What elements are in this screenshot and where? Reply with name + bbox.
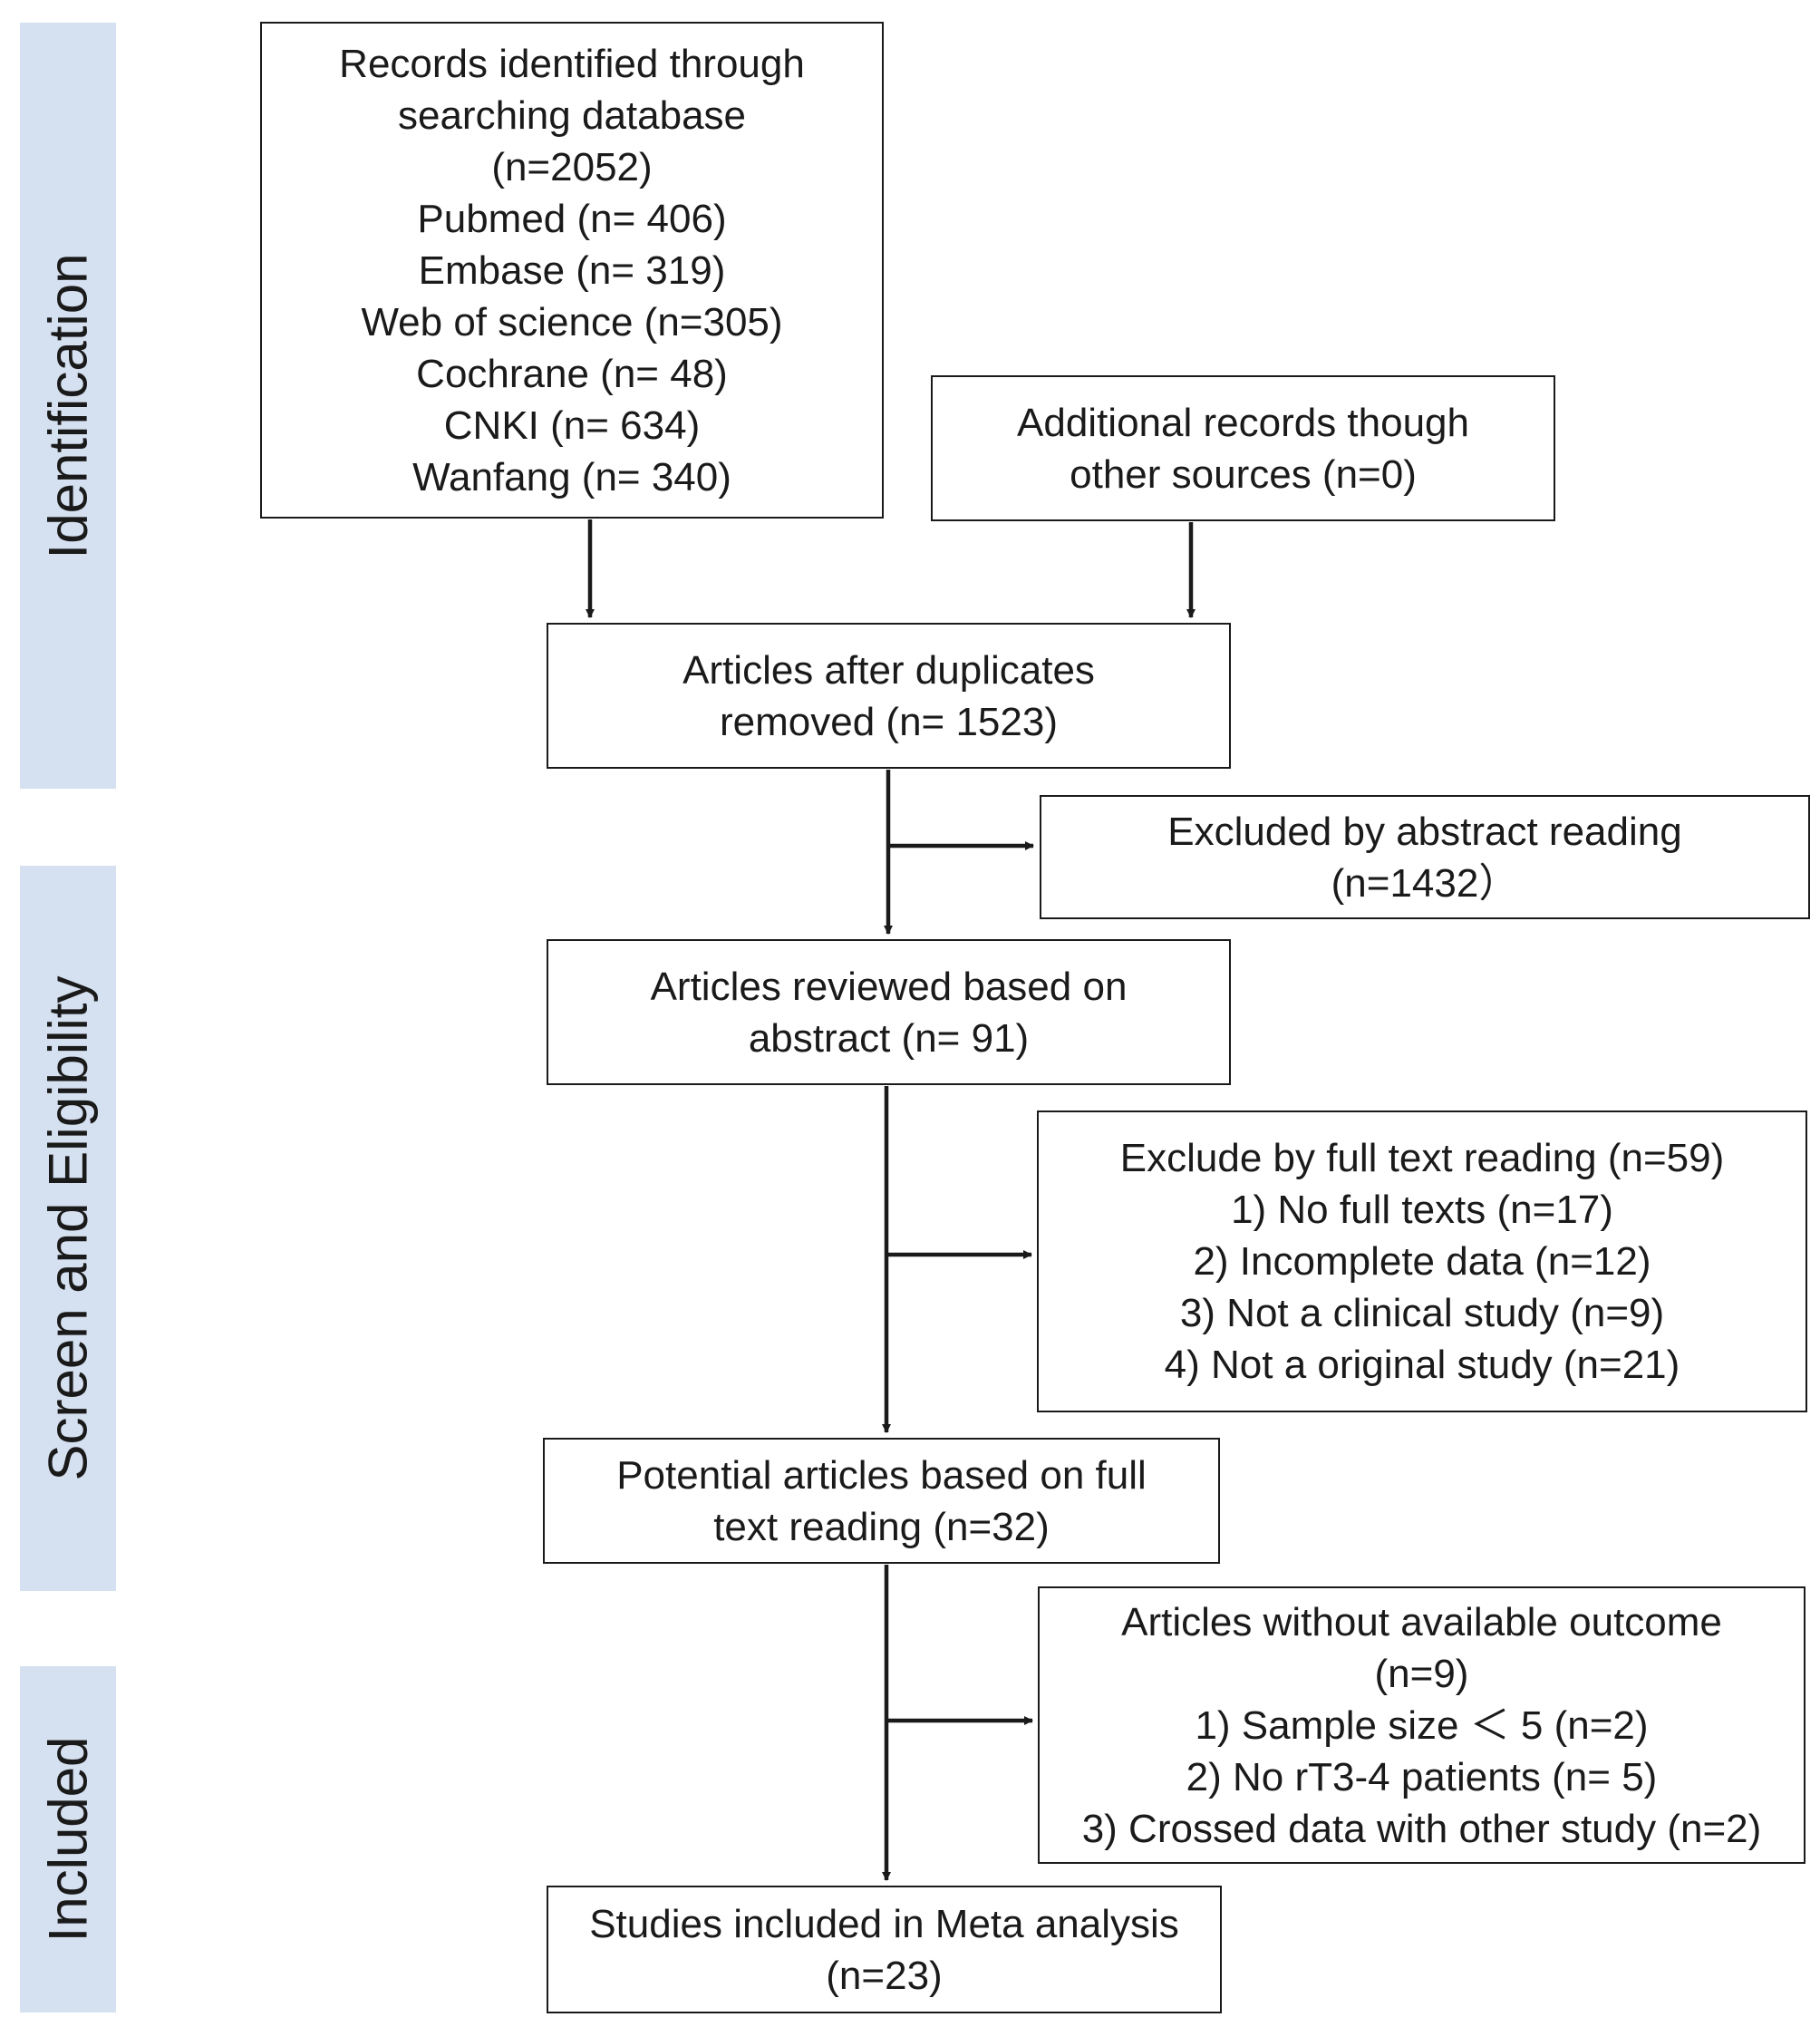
box-line: (n=1432） xyxy=(1331,860,1519,906)
box-line: searching database xyxy=(397,92,747,138)
box-line: Potential articles based on full xyxy=(616,1452,1147,1498)
without-outcome-box: Articles without available outcome (n=9)… xyxy=(1038,1586,1805,1864)
box-line: CNKI (n= 634) xyxy=(443,402,701,448)
box-line: Articles without available outcome xyxy=(1121,1599,1722,1644)
box-line: Excluded by abstract reading xyxy=(1167,809,1682,854)
box-line: removed (n= 1523) xyxy=(720,699,1058,744)
excluded-fulltext-box: Exclude by full text reading (n=59) 1) N… xyxy=(1037,1110,1807,1412)
potential-articles-box: Potential articles based on full text re… xyxy=(543,1438,1220,1564)
box-line: (n=2052) xyxy=(491,144,653,189)
box-line: other sources (n=0) xyxy=(1070,451,1417,497)
records-identified-box: Records identified through searching dat… xyxy=(260,22,884,519)
box-line: Embase (n= 319) xyxy=(418,247,726,293)
box-line: 1) Sample size ＜ 5 (n=2) xyxy=(1195,1702,1649,1748)
box-line: Studies included in Meta analysis xyxy=(589,1901,1179,1946)
reviewed-abstract-box: Articles reviewed based on abstract (n= … xyxy=(547,939,1231,1085)
box-line: Web of science (n=305) xyxy=(361,299,783,344)
box-line: Wanfang (n= 340) xyxy=(412,454,731,499)
after-duplicates-box: Articles after duplicates removed (n= 15… xyxy=(547,623,1231,769)
box-line: (n=23) xyxy=(826,1953,943,1998)
box-line: Cochrane (n= 48) xyxy=(416,351,728,396)
additional-records-box: Additional records though other sources … xyxy=(931,375,1555,521)
box-line: 3) Crossed data with other study (n=2) xyxy=(1081,1806,1762,1851)
box-line: Pubmed (n= 406) xyxy=(417,196,727,241)
box-line: 1) No full texts (n=17) xyxy=(1231,1188,1613,1232)
box-line: abstract (n= 91) xyxy=(748,1015,1030,1061)
box-line: Articles reviewed based on xyxy=(650,964,1128,1009)
stage-included: Included xyxy=(20,1666,116,2012)
box-line: Articles after duplicates xyxy=(682,647,1095,693)
stage-screen-eligibility: Screen and Eligibility xyxy=(20,866,116,1591)
box-line: Additional records though xyxy=(1017,400,1469,445)
box-line: 3) Not a clinical study (n=9) xyxy=(1179,1291,1665,1335)
box-line: Records identified through xyxy=(339,41,805,86)
box-line: 2) Incomplete data (n=12) xyxy=(1193,1239,1651,1284)
stage-identification: Identification xyxy=(20,23,116,789)
box-line: 2) No rT3-4 patients (n= 5) xyxy=(1186,1754,1658,1799)
box-line: text reading (n=32) xyxy=(713,1504,1050,1549)
studies-included-box: Studies included in Meta analysis (n=23) xyxy=(547,1886,1222,2013)
excluded-abstract-box: Excluded by abstract reading (n=1432） xyxy=(1040,795,1810,919)
box-line: (n=9) xyxy=(1374,1651,1469,1696)
box-line: Exclude by full text reading (n=59) xyxy=(1119,1136,1725,1180)
box-line: 4) Not a original study (n=21) xyxy=(1164,1343,1680,1387)
